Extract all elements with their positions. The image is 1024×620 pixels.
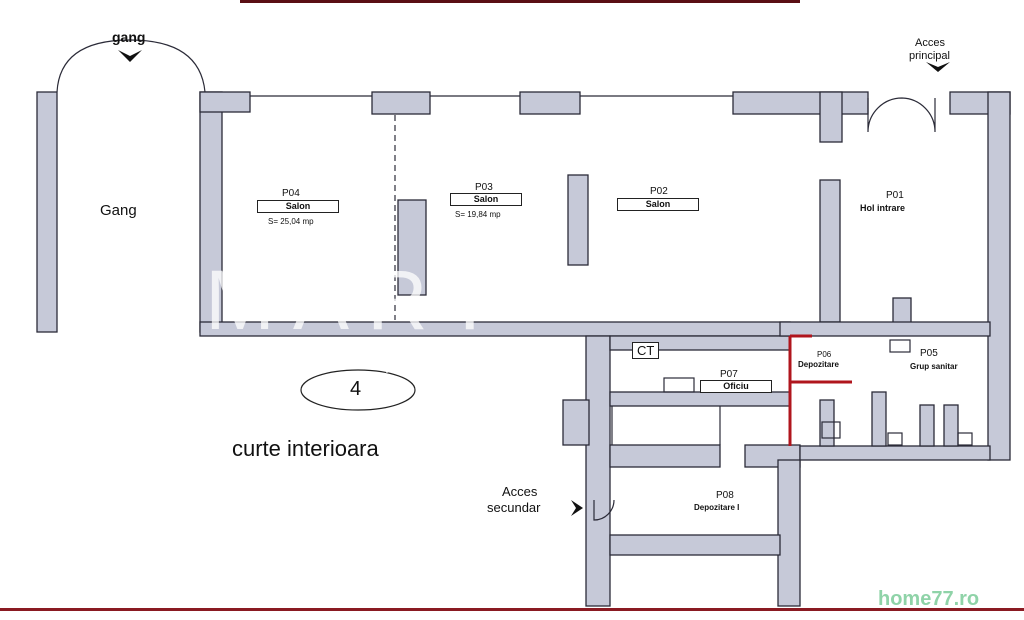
acces-secundar-label-1: Acces <box>502 484 538 499</box>
gang-arch <box>56 39 206 93</box>
watermark-brand: MART <box>205 253 514 347</box>
room-name-p04: Salon <box>257 200 339 213</box>
sink-icon-2 <box>821 421 841 439</box>
main-entrance-door <box>867 97 936 133</box>
gang-arrow-icon <box>118 50 142 62</box>
partition-p02-p01 <box>819 179 841 323</box>
sink-icon-3 <box>889 339 911 353</box>
p01-north-stub <box>819 91 843 143</box>
watermark-sub: IMOBILIARE <box>385 360 546 376</box>
p07-south-wall <box>609 391 791 407</box>
east-wall <box>987 91 1011 461</box>
room-code-p07: P07 <box>720 369 738 380</box>
toilet-icon-2 <box>957 432 973 446</box>
site-watermark: home77.ro <box>878 588 980 610</box>
room-name-p01: Hol intrare <box>860 203 906 213</box>
acces-principal-label-2: principal <box>909 50 950 62</box>
room-code-p03: P03 <box>475 182 493 193</box>
partition-p04-p03 <box>397 199 427 296</box>
room-code-p01: P01 <box>886 190 904 201</box>
toilet-icon-1 <box>887 432 903 446</box>
north-wall-seg4 <box>732 91 869 115</box>
courtyard-marker <box>300 369 416 411</box>
wc-partition-1 <box>819 399 835 447</box>
sink-icon <box>663 377 695 393</box>
wc-south-wall <box>799 445 991 461</box>
wc-partition-4 <box>943 404 959 447</box>
room-code-p06: P06 <box>817 350 832 359</box>
p07-door-jambs <box>611 406 721 445</box>
courtyard-number: 4 <box>350 378 362 400</box>
gang-left-wall <box>36 91 58 333</box>
room-code-p04: P04 <box>282 188 300 199</box>
room-area-p04: S= 25,04 mp <box>268 217 314 226</box>
courtyard-label: curte interioara <box>232 436 379 461</box>
north-wall-seg3 <box>519 91 581 115</box>
ct-box: CT <box>632 342 660 359</box>
room-code-p05: P05 <box>920 348 938 359</box>
top-border <box>240 0 800 3</box>
service-west-wall <box>585 335 611 607</box>
room-name-p07: Oficiu <box>700 380 772 393</box>
acces-principal-label-1: Acces <box>915 37 945 49</box>
north-wall-seg2 <box>371 91 431 115</box>
room-name-p06: Depozitare <box>798 360 839 369</box>
acces-secundar-arrow-icon <box>571 500 583 516</box>
p08-east-wall <box>777 459 801 607</box>
bottom-border <box>0 608 1024 611</box>
gang-top-label: gang <box>112 29 146 45</box>
room-name-p05: Grup sanitar <box>910 362 958 371</box>
wc-north-wall <box>779 321 991 337</box>
gang-room-label: Gang <box>100 202 137 219</box>
wc-partition-3 <box>919 404 935 447</box>
p08-south-wall <box>609 534 781 556</box>
secondary-door <box>593 499 615 521</box>
courtyard-door-block <box>562 399 590 446</box>
room-code-p08: P08 <box>716 490 734 501</box>
room-name-p02: Salon <box>617 198 699 211</box>
acces-principal-arrow-icon <box>926 62 950 72</box>
partition-p03-p02 <box>567 174 589 266</box>
p08-north-wall <box>609 444 721 468</box>
room-name-p08: Depozitare I <box>694 503 740 512</box>
north-wall-seg1 <box>199 91 251 113</box>
acces-secundar-label-2: secundar <box>487 500 541 515</box>
wc-partition-2 <box>871 391 887 447</box>
room-area-p03: S= 19,84 mp <box>455 210 501 219</box>
room-name-p03: Salon <box>450 193 522 206</box>
room-code-p02: P02 <box>650 186 668 197</box>
